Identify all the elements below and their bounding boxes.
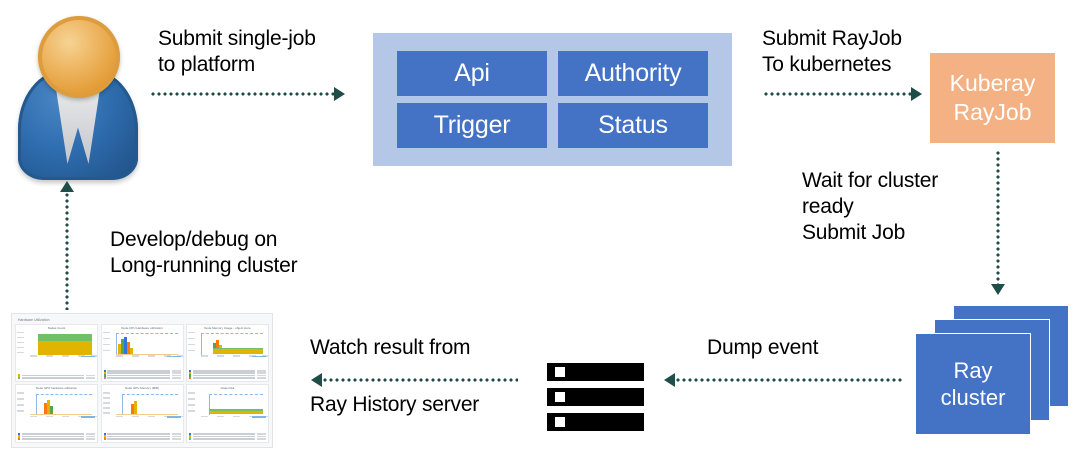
dashboard-header: Hardware Utilization: [18, 318, 50, 322]
arrow-user-to-platform: [150, 92, 336, 96]
arrow-dashboard-to-user-head: [60, 181, 74, 192]
dashboard-panel-title: Node CPU Hardware utilization: [121, 325, 163, 330]
ray-dashboard-thumbnail[interactable]: Hardware Utilization Nodes Count: [11, 313, 273, 448]
label-wait-for-cluster: Wait for cluster ready Submit Job: [802, 169, 939, 244]
dashboard-panel-legend: [18, 374, 95, 380]
arrow-historyserver-to-dashboard: [322, 378, 518, 382]
platform-cell-grid: Api Authority Trigger Status: [397, 51, 708, 148]
platform-panel: Api Authority Trigger Status: [373, 33, 732, 166]
dashboard-panel: Node GPU Memory (MiB): [100, 384, 184, 443]
dashboard-panel: Node CPU Hardware utilization: [100, 323, 184, 382]
dashboard-panel-title: Node GPU Memory (MiB): [125, 386, 159, 391]
arrow-raycluster-to-historyserver: [675, 378, 904, 382]
dashboard-panel: Node Memory Usage - object store: [186, 323, 269, 382]
dashboard-panel-grid: Nodes Count: [15, 323, 269, 443]
label-watch-result-from: Watch result from: [310, 336, 471, 359]
ray-cluster-line-1: Ray: [953, 358, 993, 383]
server-bar-3: [547, 413, 644, 431]
arrow-platform-to-kuberay: [763, 92, 913, 96]
arrow-kuberay-to-raycluster: [996, 150, 1000, 286]
kuberay-line-2: RayJob: [953, 99, 1032, 125]
dashboard-panel-legend: [103, 432, 181, 440]
dashboard-panel-legend: [189, 432, 266, 440]
dashboard-panel: Node Disk: [186, 384, 269, 443]
dashboard-panel: Node GPU hardware utilization: [15, 384, 98, 443]
label-submit-rayjob: Submit RayJob To kubernetes: [762, 27, 902, 76]
dashboard-panel-title: Node Disk: [220, 386, 235, 391]
arrow-raycluster-to-historyserver-head: [664, 373, 675, 387]
dashboard-panel-title: Nodes Count: [47, 325, 66, 330]
avatar-head-shape: [38, 16, 120, 98]
dashboard-panel-plot: [16, 391, 97, 418]
label-dump-event: Dump event: [707, 336, 819, 359]
arrow-dashboard-to-user: [65, 192, 69, 310]
server-bar-1: [547, 363, 644, 381]
dashboard-panel-legend: [103, 369, 181, 380]
platform-cell-status[interactable]: Status: [558, 103, 708, 148]
server-bar-2: [547, 388, 644, 406]
user-avatar-icon: [8, 8, 148, 183]
arrow-kuberay-to-raycluster-head: [991, 284, 1005, 295]
dashboard-panel-title: Node GPU hardware utilization: [35, 386, 78, 391]
ray-cluster-card-front: Ray cluster: [915, 333, 1031, 435]
arrow-platform-to-kuberay-head: [911, 87, 922, 101]
server-led-1: [555, 367, 565, 377]
platform-cell-authority[interactable]: Authority: [558, 51, 708, 96]
dashboard-panel-plot: [187, 331, 268, 358]
dashboard-panel-legend: [189, 369, 266, 380]
platform-cell-api[interactable]: Api: [397, 51, 547, 96]
dashboard-panel-plot: [16, 331, 97, 358]
label-develop-debug: Develop/debug on Long-running cluster: [110, 228, 298, 277]
arrow-user-to-platform-head: [334, 87, 345, 101]
ray-cluster-stack: Ray cluster: [915, 305, 1075, 437]
arrow-historyserver-to-dashboard-head: [311, 373, 322, 387]
server-led-2: [555, 392, 565, 402]
history-server-icon: [547, 363, 644, 431]
kuberay-rayjob-box: Kuberay RayJob: [930, 53, 1055, 143]
server-led-3: [555, 417, 565, 427]
dashboard-panel-plot: [102, 391, 183, 418]
label-ray-history-server: Ray History server: [310, 393, 480, 416]
kuberay-line-1: Kuberay: [949, 70, 1036, 96]
dashboard-panel-legend: [18, 432, 95, 440]
label-submit-single-job: Submit single-job to platform: [158, 27, 316, 76]
ray-cluster-line-2: cluster: [940, 385, 1006, 410]
dashboard-panel: Nodes Count: [15, 323, 98, 382]
dashboard-panel-title: Node Memory Usage - object store: [204, 325, 251, 330]
dashboard-panel-plot: [187, 391, 268, 418]
dashboard-panel-plot: [102, 331, 183, 358]
platform-cell-trigger[interactable]: Trigger: [397, 103, 547, 148]
